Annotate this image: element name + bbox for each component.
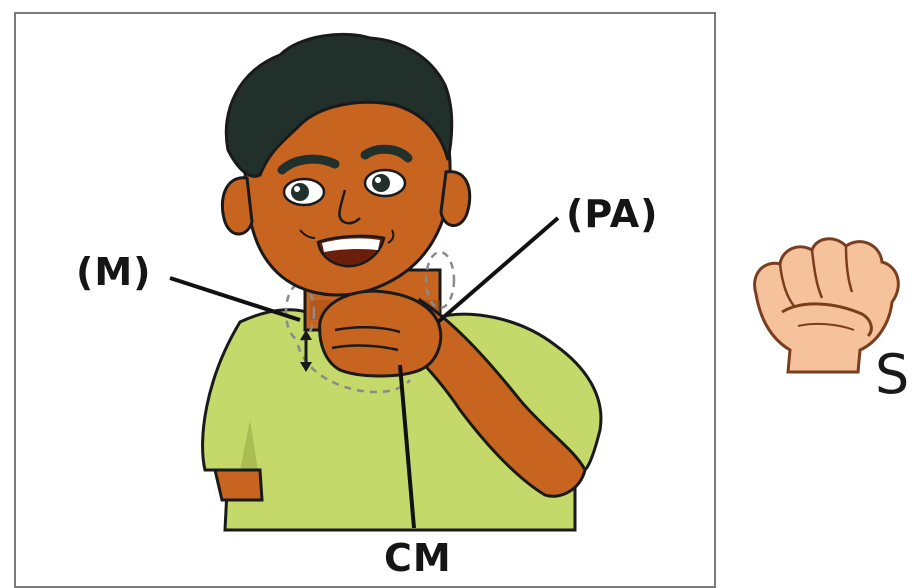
label-m: (M) [76,250,152,294]
pointer-line-m [170,278,300,320]
label-cm: CM [384,536,452,580]
handshape-letter: S [875,343,910,406]
label-pa: (PA) [566,192,659,236]
pointer-line-pa [438,218,558,322]
